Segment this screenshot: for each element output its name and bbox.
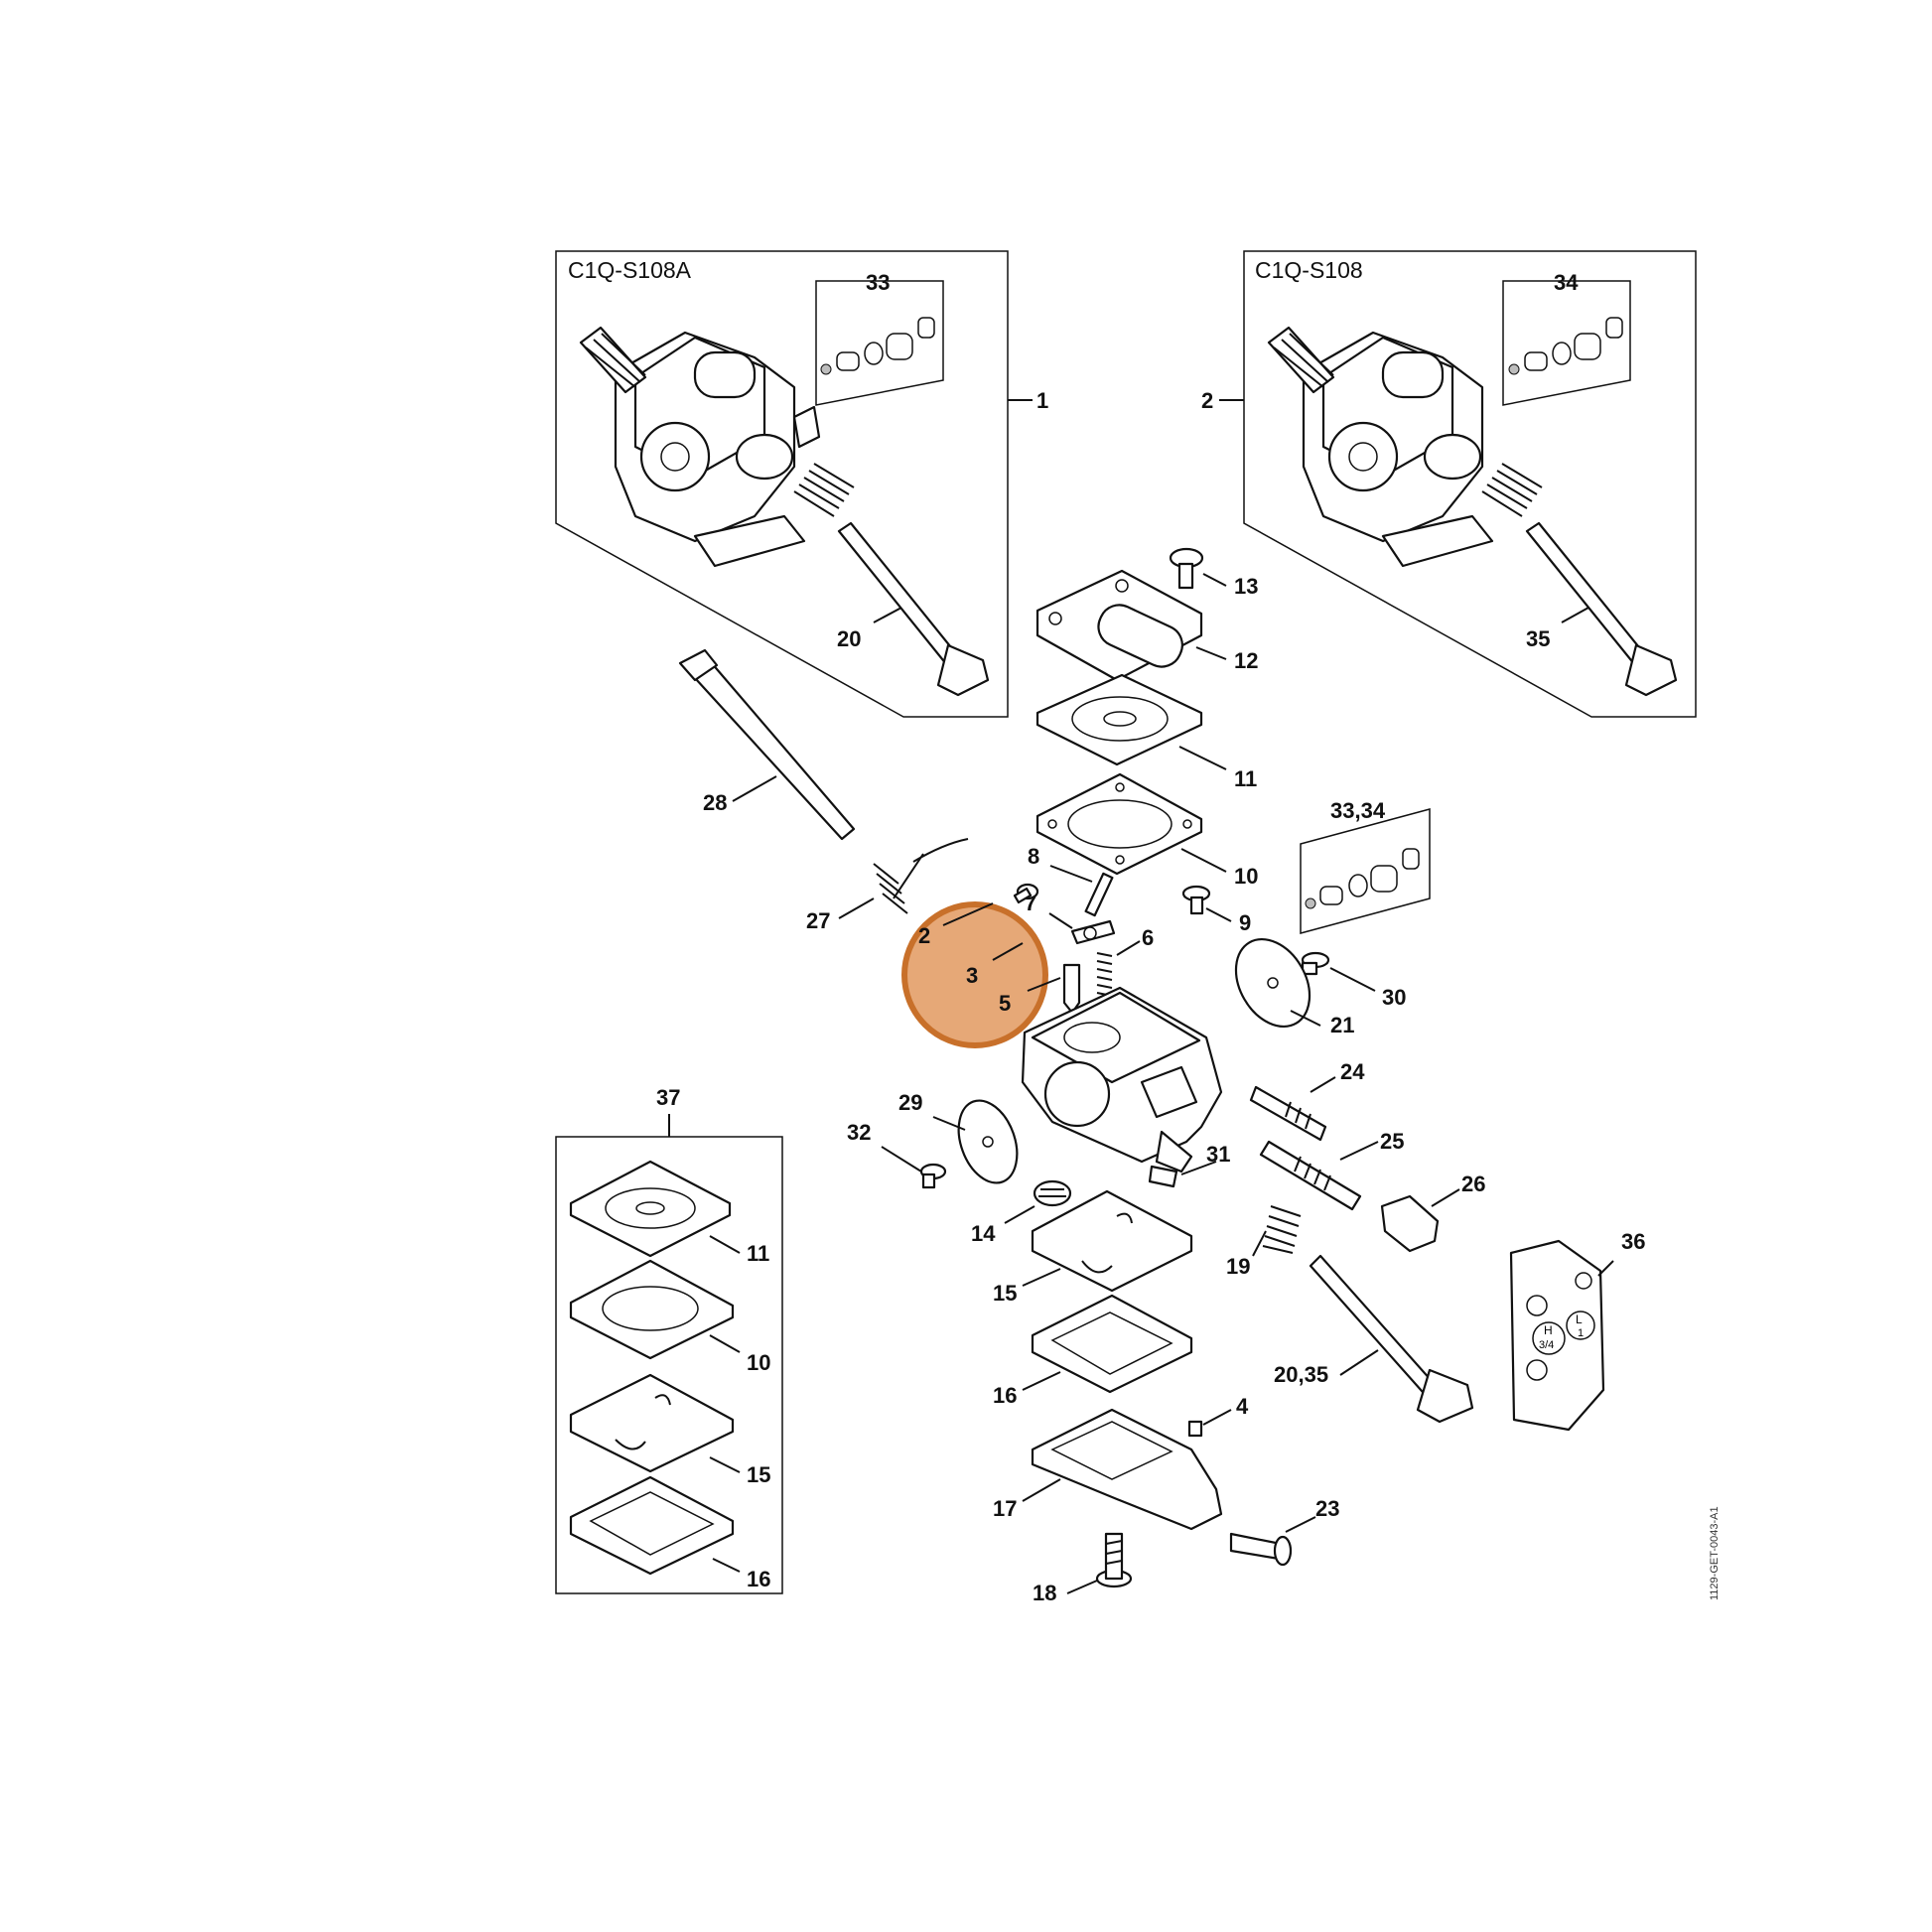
callout-6[interactable]: 6 [1142,925,1154,950]
part-8-pin[interactable]: 8 [1028,844,1114,917]
callout-20[interactable]: 20 [837,626,861,651]
part-21-throttle-valve[interactable]: 21 [1221,926,1355,1039]
callout-36[interactable]: 36 [1621,1229,1645,1254]
callout-5[interactable]: 5 [999,991,1011,1016]
part-13-screw[interactable]: 13 [1169,547,1258,599]
kit-box-37[interactable]: 37 11 10 15 16 [555,1085,783,1594]
callout-3[interactable]: 3 [966,963,978,988]
callout-27[interactable]: 27 [806,908,830,933]
part-27-return-spring[interactable]: 27 [806,838,969,933]
part-25-adjusting-screw[interactable]: 25 [1259,1129,1404,1211]
callout-14[interactable]: 14 [971,1221,996,1246]
leader-line [1561,607,1589,623]
part-16-gasket[interactable]: 16 [993,1294,1193,1408]
repair-kit-parts-icon [1508,317,1623,375]
part-30-screw[interactable]: 30 [1301,951,1406,1010]
drawing-id: 1129-GET-0043-A1 [1709,1506,1721,1600]
part-9-screw[interactable]: 9 [1181,885,1251,935]
kit-box-c1q-s108[interactable]: C1Q-S108 34 2 35 [1201,250,1697,718]
repair-kit-parts-icon [820,317,935,375]
part-5-inlet-needle[interactable] [1062,963,1081,1015]
highlight-marker[interactable]: 2 3 5 [901,901,1061,1048]
carburetor-body[interactable] [1021,986,1223,1173]
part-31-clip[interactable]: 31 [1148,1142,1230,1188]
callout-26[interactable]: 26 [1461,1172,1485,1196]
throttle-shaft-icon [793,463,990,697]
part-15-metering-diaphragm[interactable]: 15 [993,1189,1193,1306]
leader-line [873,607,902,623]
part-18-screw[interactable]: 18 [1033,1532,1133,1605]
callout-17[interactable]: 17 [993,1496,1017,1521]
callout-21[interactable]: 21 [1330,1013,1354,1037]
callout-31[interactable]: 31 [1206,1142,1230,1167]
kit-item-10[interactable]: 10 [747,1350,770,1375]
throttle-shaft-icon [1481,463,1678,697]
callout-30[interactable]: 30 [1382,985,1406,1010]
callout-32[interactable]: 32 [847,1120,871,1145]
part-20-35-throttle-shaft[interactable]: 20,35 [1274,1254,1474,1424]
part-32-screw[interactable]: 32 [847,1120,947,1189]
kit-item-15[interactable]: 15 [747,1462,770,1487]
callout-37[interactable]: 37 [656,1085,680,1110]
part-12-pump-cover[interactable]: 12 [1035,569,1258,682]
callout-9[interactable]: 9 [1239,910,1251,935]
kit-item-16[interactable]: 16 [747,1567,770,1591]
part-6-spring[interactable]: 6 [1096,925,1154,997]
part-10-gasket[interactable]: 10 [1035,772,1258,889]
callout-18[interactable]: 18 [1033,1581,1056,1605]
callout-12[interactable]: 12 [1234,648,1258,673]
part-29-choke-valve[interactable]: 29 [898,1090,1028,1191]
callout-10[interactable]: 10 [1234,864,1258,889]
kit-box-title: C1Q-S108 [1255,257,1363,283]
part-14-strainer[interactable]: 14 [971,1179,1072,1246]
callout-24[interactable]: 24 [1340,1059,1365,1084]
part-17-end-cover[interactable]: 17 [993,1408,1223,1531]
callout-33-34[interactable]: 33,34 [1330,798,1386,823]
callout-8[interactable]: 8 [1028,844,1039,869]
callout-25[interactable]: 25 [1380,1129,1404,1154]
part-36-adjustment-plate[interactable]: H 3/4 L 1 36 [1509,1229,1645,1432]
part-4-pin[interactable]: 4 [1187,1394,1249,1438]
callout-13[interactable]: 13 [1234,574,1258,599]
kit-label: 34 [1554,270,1579,295]
callout-2-small[interactable]: 2 [918,923,930,948]
part-24-adjusting-screw[interactable]: 24 [1249,1059,1365,1142]
kit-box-c1q-s108a[interactable]: C1Q-S108A 33 [555,250,1048,718]
kit-label: 33 [866,270,890,295]
plate-mark-l-value: 1 [1578,1327,1584,1339]
callout-20-35[interactable]: 20,35 [1274,1362,1328,1387]
carburetor-assembly-icon [579,326,821,568]
part-28-choke-shaft[interactable]: 28 [678,648,856,841]
callout-4[interactable]: 4 [1236,1394,1249,1419]
kit-item-11[interactable]: 11 [747,1241,769,1266]
part-11-diaphragm[interactable]: 11 [1035,673,1257,791]
callout-1[interactable]: 1 [1036,388,1048,413]
part-33-34-repair-kit[interactable]: 33,34 [1300,798,1431,934]
part-2-screw[interactable] [1013,883,1039,904]
part-19-spring[interactable]: 19 [1226,1205,1302,1279]
carburetor-assembly-icon [1267,326,1494,568]
part-23-adjusting-screw[interactable]: 23 [1229,1496,1339,1567]
plate-mark-h: H [1544,1323,1553,1337]
callout-23[interactable]: 23 [1315,1496,1339,1521]
callout-35[interactable]: 35 [1526,626,1550,651]
kit-box-title: C1Q-S108A [568,257,692,283]
callout-19[interactable]: 19 [1226,1254,1250,1279]
plate-mark-l: L [1576,1312,1583,1326]
plate-mark-h-value: 3/4 [1539,1339,1554,1351]
callout-16[interactable]: 16 [993,1383,1017,1408]
callout-2[interactable]: 2 [1201,388,1213,413]
callout-11[interactable]: 11 [1234,766,1257,791]
part-26-limiter-cap[interactable]: 26 [1380,1172,1485,1253]
callout-28[interactable]: 28 [703,790,727,815]
callout-29[interactable]: 29 [898,1090,922,1115]
callout-15[interactable]: 15 [993,1281,1017,1306]
part-7-lever[interactable]: 7 [1025,891,1116,945]
